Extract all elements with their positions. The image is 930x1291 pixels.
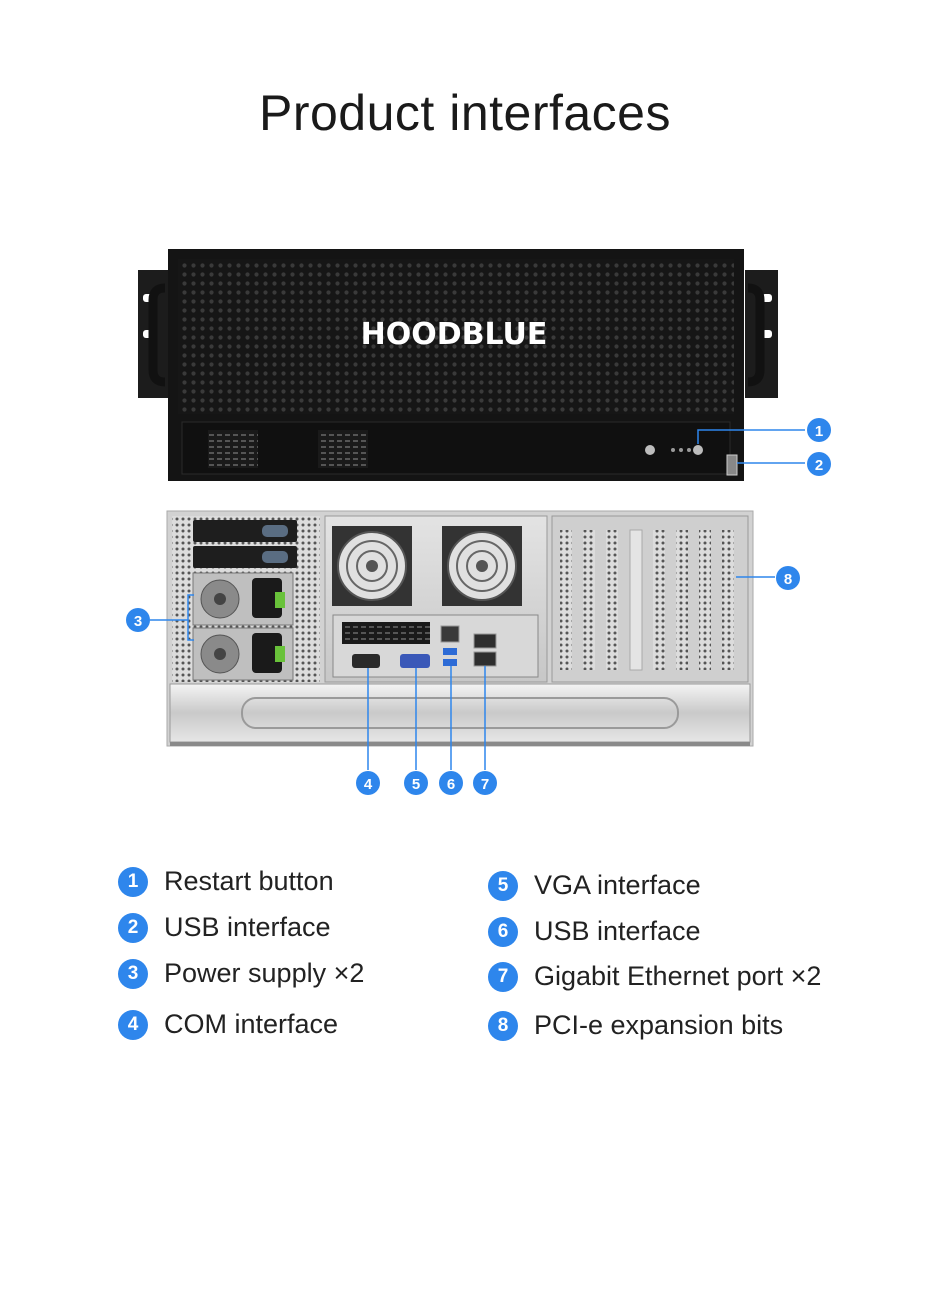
callout-2: 2 xyxy=(807,452,831,476)
legend-label: COM interface xyxy=(164,1009,339,1039)
legend-badge: 4 xyxy=(118,1009,148,1040)
server-illustration: HOODBLUE xyxy=(126,249,831,795)
legend-badge: 1 xyxy=(118,866,148,897)
legend-item-power-supply: 3 Power supply ×2 xyxy=(118,958,364,989)
legend-badge: 3 xyxy=(118,958,148,989)
brand-logo: HOODBLUE xyxy=(361,317,548,352)
power-supply-2 xyxy=(192,627,294,681)
svg-text:2: 2 xyxy=(815,457,823,474)
legend-item-restart-button: 1 Restart button xyxy=(118,866,334,897)
legend-label: Gigabit Ethernet port ×2 xyxy=(534,961,822,991)
front-usb-port[interactable] xyxy=(726,454,738,476)
svg-text:8: 8 xyxy=(784,571,792,588)
restart-button[interactable] xyxy=(693,445,703,455)
legend-item-rear-usb-interface: 6 USB interface xyxy=(488,916,701,947)
svg-text:1: 1 xyxy=(815,423,823,440)
vga-port[interactable] xyxy=(400,654,430,668)
power-button[interactable] xyxy=(645,445,655,455)
legend-badge: 8 xyxy=(488,1010,518,1041)
callout-8: 8 xyxy=(776,566,800,590)
callout-5: 5 xyxy=(404,771,428,795)
legend-badge: 7 xyxy=(488,961,518,992)
svg-text:6: 6 xyxy=(447,776,455,793)
server-front-view: HOODBLUE xyxy=(138,249,778,481)
server-rear-view xyxy=(166,510,754,747)
com-port[interactable] xyxy=(352,654,380,668)
rear-usb-port-2[interactable] xyxy=(443,659,457,666)
legend-item-pcie-expansion: 8 PCI-e expansion bits xyxy=(488,1010,783,1041)
legend-label: Restart button xyxy=(164,866,334,896)
legend-badge: 5 xyxy=(488,870,518,901)
svg-text:5: 5 xyxy=(412,776,420,793)
page-title: Product interfaces xyxy=(259,85,671,141)
legend-label: Power supply ×2 xyxy=(164,958,365,988)
legend-label: VGA interface xyxy=(534,870,701,900)
rear-usb-port-1[interactable] xyxy=(443,648,457,655)
callout-4: 4 xyxy=(356,771,380,795)
legend-badge: 2 xyxy=(118,912,148,943)
legend-label: USB interface xyxy=(534,916,701,946)
ethernet-port-2[interactable] xyxy=(473,651,497,667)
svg-text:7: 7 xyxy=(481,776,489,793)
callout-lines xyxy=(150,429,805,770)
callout-6: 6 xyxy=(439,771,463,795)
callout-1: 1 xyxy=(807,418,831,442)
callout-7: 7 xyxy=(473,771,497,795)
legend-item-usb-interface: 2 USB interface xyxy=(118,912,331,943)
legend-item-vga-interface: 5 VGA interface xyxy=(488,870,701,901)
legend-label: USB interface xyxy=(164,912,331,942)
svg-text:4: 4 xyxy=(364,776,373,793)
legend-badge: 6 xyxy=(488,916,518,947)
power-supply-1 xyxy=(192,572,294,626)
callout-3: 3 xyxy=(126,608,150,632)
pcie-slots xyxy=(560,529,734,671)
legend-item-com-interface: 4 COM interface xyxy=(118,1009,338,1040)
svg-text:3: 3 xyxy=(134,613,142,630)
legend-label: PCI-e expansion bits xyxy=(534,1010,784,1040)
ethernet-port-1[interactable] xyxy=(473,633,497,649)
legend-item-ethernet-port: 7 Gigabit Ethernet port ×2 xyxy=(488,961,821,992)
